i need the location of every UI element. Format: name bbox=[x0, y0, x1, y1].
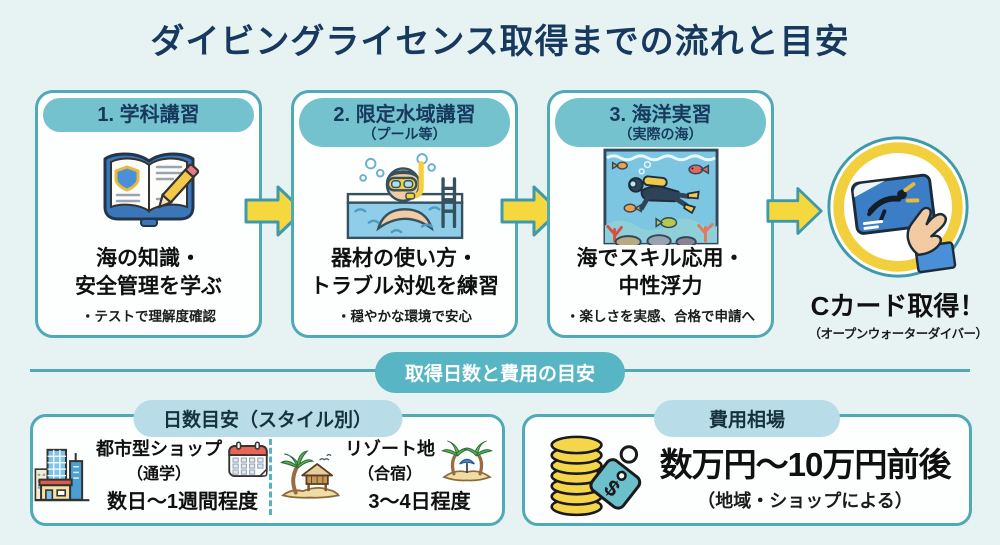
option-resort-style: （合宿） bbox=[357, 465, 422, 483]
beach-hut-palm-icon bbox=[280, 450, 340, 499]
step-3-icon-area bbox=[602, 147, 719, 245]
arrow-right-icon bbox=[766, 187, 823, 235]
step-3-subtitle: （実際の海） bbox=[618, 126, 703, 142]
step-3-header-pill: 3. 海洋実習 （実際の海） bbox=[555, 98, 766, 148]
step-1-title: 1. 学科講習 bbox=[97, 104, 200, 126]
island-umbrella-icon bbox=[441, 440, 493, 482]
step-2-icon-area bbox=[346, 147, 464, 245]
step-2-subtitle: （プール等） bbox=[362, 126, 447, 142]
option-resort: リゾート地 （合宿） bbox=[272, 435, 502, 514]
step-3-box: 3. 海洋実習 （実際の海） bbox=[547, 90, 774, 338]
step-1-box: 1. 学科講習 bbox=[35, 90, 262, 338]
step-1-main-text: 海の知識・ 安全管理を学ぶ bbox=[75, 245, 222, 300]
option-city-namecol: 都市型ショップ （通学） bbox=[96, 435, 222, 484]
option-city-style: （通学） bbox=[126, 465, 191, 483]
cost-panel-body: $ 数万円〜10万円前後 （地域・ショップによる） bbox=[525, 417, 969, 523]
option-resort-text: リゾート地 （合宿） bbox=[345, 435, 494, 514]
step-2-main-line1: 器材の使い方・ bbox=[331, 247, 478, 271]
options-divider bbox=[269, 439, 272, 515]
option-resort-namecol: リゾート地 （合宿） bbox=[345, 435, 435, 484]
step-3-title: 3. 海洋実習 bbox=[609, 104, 712, 126]
page-title: ダイビングライセンス取得までの流れと目安 bbox=[150, 23, 850, 61]
c-card-subtitle: （オープンウォーターダイバー） bbox=[808, 327, 988, 341]
c-card-title: Cカード取得！ bbox=[810, 291, 986, 321]
bottom-row: 日数目安（スタイル別） bbox=[30, 394, 972, 526]
section-divider: 取得日数と費用の目安 bbox=[0, 352, 1000, 393]
step-2-main-line2: トラブル対処を練習 bbox=[310, 274, 499, 298]
step-3-main-line2: 中性浮力 bbox=[618, 274, 703, 298]
cost-amount: 数万円〜10万円前後 bbox=[659, 445, 952, 483]
step-3-main-text: 海でスキル応用・ 中性浮力 bbox=[577, 245, 745, 300]
c-card-result: Cカード取得！ （オープンウォーターダイバー） bbox=[800, 134, 996, 342]
days-panel: 日数目安（スタイル別） bbox=[30, 400, 505, 526]
step-1-header-pill: 1. 学科講習 bbox=[43, 98, 254, 132]
step-1-note: ・テストで理解度確認 bbox=[81, 309, 216, 324]
step-2-box: 2. 限定水域講習 （プール等） bbox=[291, 90, 518, 338]
option-city-duration: 数日〜1週間程度 bbox=[106, 490, 259, 513]
option-city-shop: 都市型ショップ （通学） bbox=[33, 435, 269, 514]
days-panel-header: 日数目安（スタイル別） bbox=[132, 400, 403, 437]
option-city-text: 都市型ショップ （通学） bbox=[96, 435, 269, 514]
option-city-top: 都市型ショップ （通学） bbox=[96, 435, 269, 484]
ocean-diver-icon bbox=[602, 148, 719, 245]
open-textbook-icon bbox=[103, 152, 199, 227]
step-1-main-line1: 海の知識・ bbox=[96, 247, 201, 271]
coins-price-tag-icon: $ bbox=[550, 435, 641, 517]
step-2-main-text: 器材の使い方・ トラブル対処を練習 bbox=[310, 245, 499, 300]
calendar-icon bbox=[228, 441, 268, 477]
cost-text: 数万円〜10万円前後 （地域・ショップによる） bbox=[659, 438, 952, 513]
city-buildings-icon bbox=[34, 448, 90, 502]
option-city-name: 都市型ショップ bbox=[96, 438, 222, 459]
option-resort-duration: 3〜4日程度 bbox=[368, 490, 471, 513]
cost-panel: 費用相場 $ bbox=[522, 400, 972, 526]
c-card-in-hand-icon bbox=[827, 136, 969, 278]
cost-note: （地域・ショップによる） bbox=[697, 490, 913, 511]
step-2-title: 2. 限定水域講習 bbox=[333, 104, 476, 126]
step-3-main-line1: 海でスキル応用・ bbox=[576, 247, 745, 271]
arrow-right-icon bbox=[244, 185, 305, 237]
cost-panel-header: 費用相場 bbox=[653, 400, 841, 437]
arrow-right-icon bbox=[500, 185, 561, 237]
option-resort-name: リゾート地 bbox=[345, 438, 435, 459]
option-resort-top: リゾート地 （合宿） bbox=[345, 435, 494, 484]
divider-label: 取得日数と費用の目安 bbox=[374, 352, 626, 393]
step-1-icon-area bbox=[97, 132, 201, 245]
step-2-header-pill: 2. 限定水域講習 （プール等） bbox=[299, 98, 510, 148]
step-1-main-line2: 安全管理を学ぶ bbox=[75, 274, 222, 298]
pool-swimmer-icon bbox=[346, 153, 463, 240]
step-2-note: ・穏やかな環境で安心 bbox=[337, 309, 472, 324]
flow-row: 1. 学科講習 bbox=[0, 88, 1000, 350]
step-3-note: ・楽しさを実感、合格で申請へ bbox=[566, 309, 755, 324]
days-panel-body: 都市型ショップ （通学） bbox=[33, 417, 502, 523]
